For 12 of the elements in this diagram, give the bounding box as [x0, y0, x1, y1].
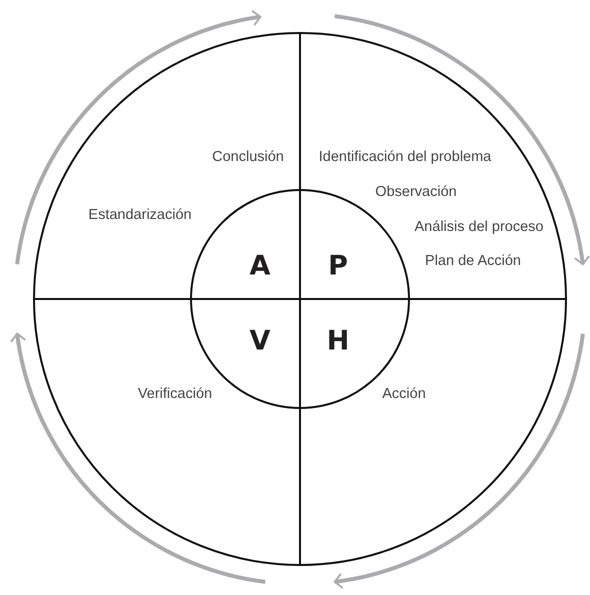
step-label: Acción: [382, 386, 426, 402]
phase-letter: A: [250, 252, 270, 280]
step-label: Observación: [375, 184, 457, 200]
step-label: Estandarización: [88, 208, 192, 222]
phase-letter: P: [328, 252, 348, 280]
step-label: Conclusión: [212, 150, 284, 164]
phase-letter: H: [326, 328, 350, 354]
phase-letter: V: [250, 328, 270, 354]
step-label: Análisis del proceso: [414, 220, 544, 234]
step-label: Verificación: [138, 386, 212, 402]
step-label: Plan de Acción: [425, 254, 521, 268]
step-label: Identificación del problema: [318, 150, 492, 164]
